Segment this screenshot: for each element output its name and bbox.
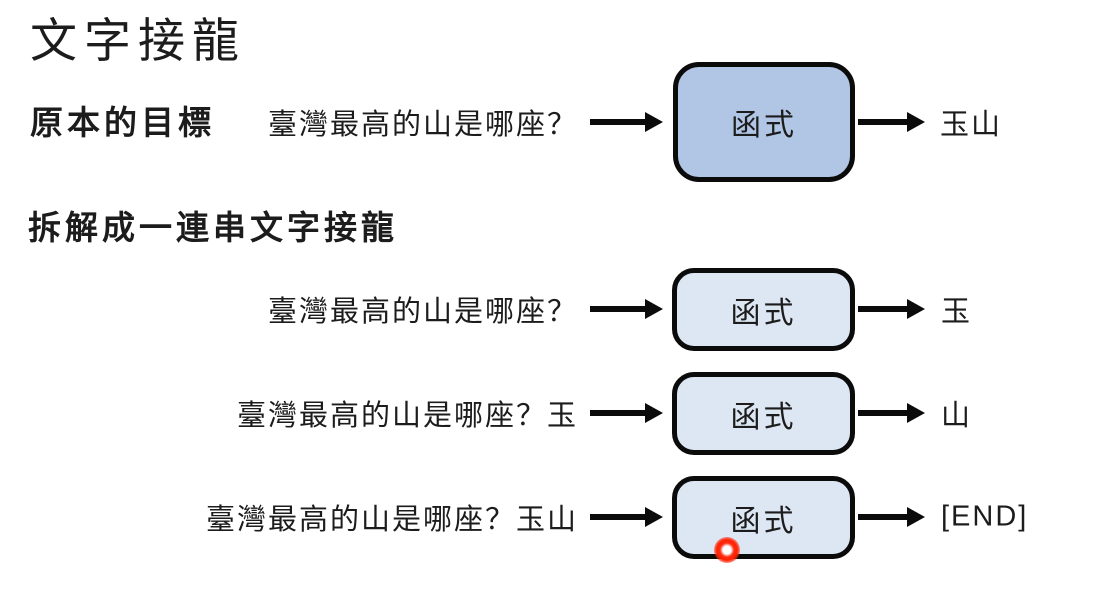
arrow-right-icon [590,514,645,520]
section-heading-decompose: 拆解成一連串文字接龍 [28,209,398,246]
arrow-right-icon [590,306,645,312]
input-text: 臺灣最高的山是哪座？玉 [236,400,578,432]
laser-pointer-dot-icon [714,537,740,563]
function-box-label: 函式 [730,504,797,538]
input-text: 臺灣最高的山是哪座？玉山 [205,504,578,536]
arrow-right-icon [858,119,907,125]
input-text: 臺灣最高的山是哪座？ [267,109,578,141]
function-box: 函式 [672,476,855,559]
slide-title: 文字接龍 [30,14,246,67]
output-text: 山 [941,400,973,432]
section-heading-original-goal: 原本的目標 [30,104,215,141]
input-text: 臺灣最高的山是哪座？ [267,296,578,328]
function-box-label: 函式 [731,109,797,142]
arrow-right-icon [590,410,645,416]
arrow-right-icon [590,119,645,125]
output-text: [END] [941,500,1029,533]
output-text: 玉山 [940,109,1003,141]
arrow-right-icon [858,514,907,520]
output-text: 玉 [941,296,973,328]
function-box: 函式 [672,372,855,455]
function-box-label: 函式 [730,400,797,434]
function-box: 函式 [673,62,855,182]
function-box-label: 函式 [730,296,797,330]
arrow-right-icon [858,410,907,416]
function-box: 函式 [672,268,855,351]
arrow-right-icon [858,306,907,312]
